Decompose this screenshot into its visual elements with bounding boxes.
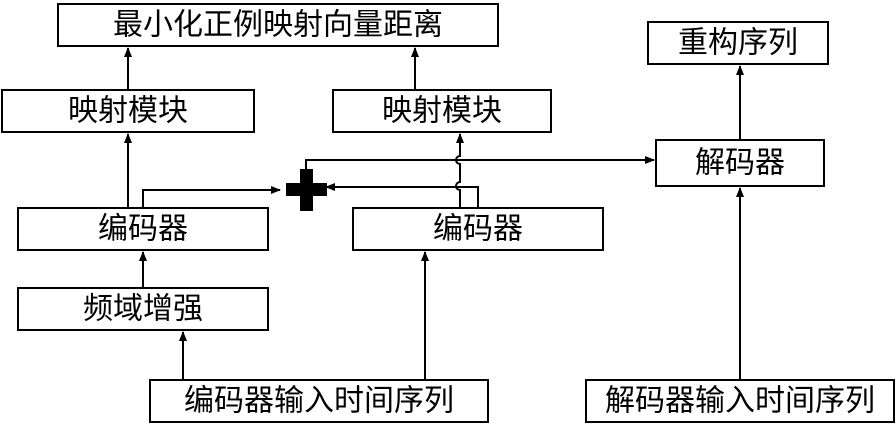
arrow-encoder-left-to-plus — [142, 186, 281, 208]
reconstruct-label: 重构序列 — [678, 26, 798, 61]
node-encoder-mid: 编码器 — [352, 207, 604, 251]
arrow-plus-to-decoder — [305, 156, 655, 180]
decoder-label: 解码器 — [695, 146, 785, 181]
node-map-mid: 映射模块 — [332, 89, 552, 133]
node-enc-input: 编码器输入时间序列 — [149, 379, 489, 423]
enc-input-label: 编码器输入时间序列 — [184, 384, 454, 419]
encoder-mid-label: 编码器 — [433, 212, 523, 247]
node-objective: 最小化正例映射向量距离 — [57, 3, 499, 47]
arrow-encoder-mid-to-map-mid — [455, 133, 464, 208]
encoder-left-label: 编码器 — [98, 212, 188, 247]
addition-operator — [286, 169, 327, 211]
node-map-left: 映射模块 — [1, 89, 255, 133]
map-left-label: 映射模块 — [68, 94, 188, 129]
dec-input-label: 解码器输入时间序列 — [605, 384, 875, 419]
objective-label: 最小化正例映射向量距离 — [113, 8, 443, 43]
node-encoder-left: 编码器 — [17, 207, 269, 251]
node-reconstruct: 重构序列 — [647, 21, 829, 65]
node-decoder: 解码器 — [655, 139, 825, 187]
node-dec-input: 解码器输入时间序列 — [585, 379, 895, 423]
node-freq-aug: 频域增强 — [17, 287, 269, 331]
map-mid-label: 映射模块 — [382, 94, 502, 129]
freq-aug-label: 频域增强 — [83, 292, 203, 327]
arrow-encoder-mid-to-plus — [325, 183, 479, 208]
